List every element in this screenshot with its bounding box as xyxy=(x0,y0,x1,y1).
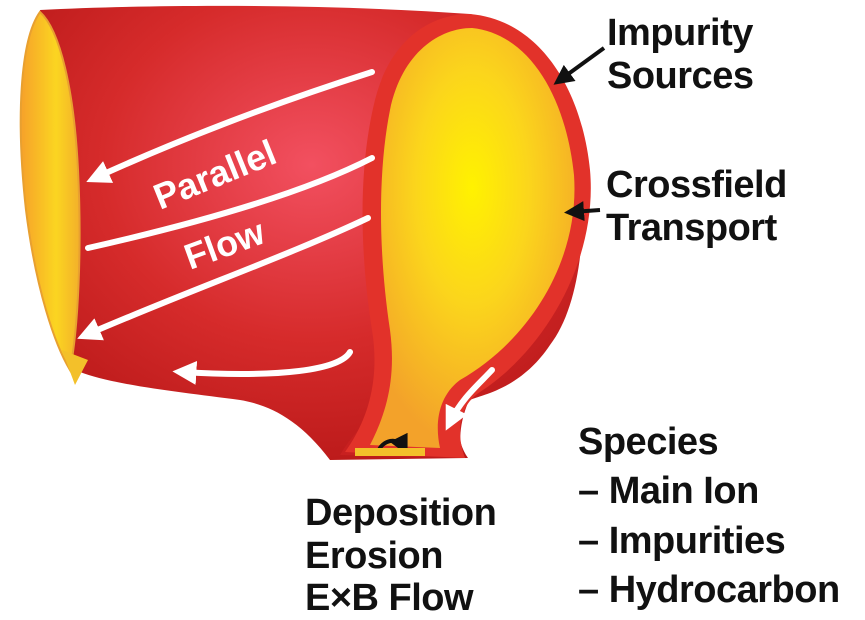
species-hydrocarbon: – Hydrocarbon xyxy=(578,566,840,615)
erosion-label: Erosion xyxy=(305,535,496,578)
deposition-label: Deposition xyxy=(305,492,496,535)
crossfield-transport-label: Crossfield Transport xyxy=(606,164,787,249)
crossfield-transport-line-1: Crossfield xyxy=(606,164,787,207)
crossfield-transport-line-2: Transport xyxy=(606,207,787,250)
species-heading: Species xyxy=(578,418,840,467)
divertor-target xyxy=(355,448,425,456)
impurity-sources-label: Impurity Sources xyxy=(607,12,753,97)
species-main-ion: – Main Ion xyxy=(578,467,840,516)
impurity-sources-line-2: Sources xyxy=(607,55,753,98)
species-list: Species – Main Ion – Impurities – Hydroc… xyxy=(578,418,840,616)
impurity-sources-pointer xyxy=(560,48,604,80)
exb-flow-label: E×B Flow xyxy=(305,577,496,620)
impurity-sources-line-1: Impurity xyxy=(607,12,753,55)
crossfield-pointer xyxy=(572,210,600,212)
surface-processes-label: Deposition Erosion E×B Flow xyxy=(305,492,496,620)
species-impurities: – Impurities xyxy=(578,517,840,566)
